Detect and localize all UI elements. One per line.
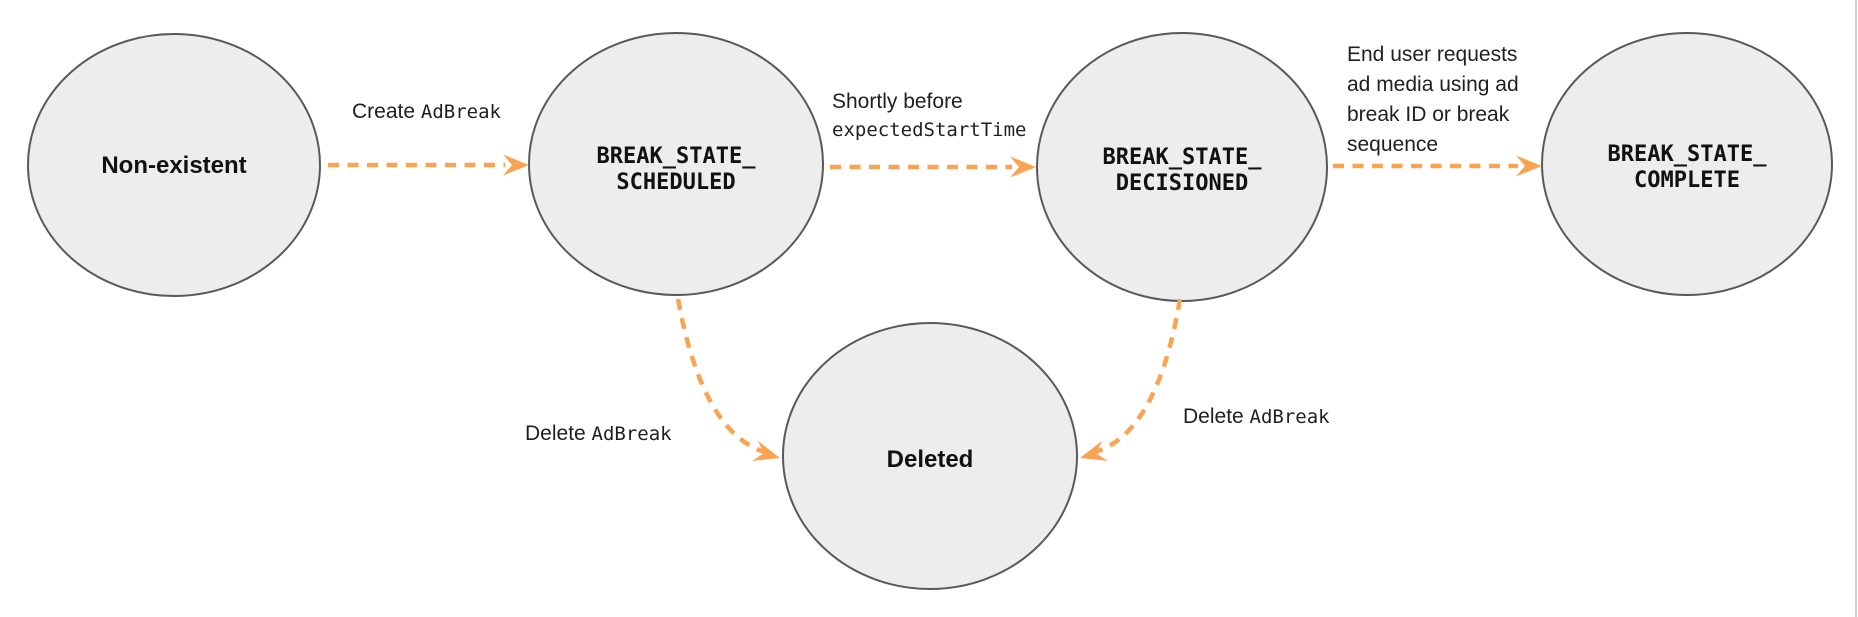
edge-label-end-user-request: End user requests ad media using ad brea… [1347, 43, 1519, 156]
edge-label-shortly-before: Shortly before expectedStartTime [832, 88, 1026, 144]
edge-label-create-adbreak: Create AdBreak [352, 97, 501, 127]
edge-label-delete-adbreak-left: Delete AdBreak [525, 419, 672, 449]
edge-label-plain-text: Shortly before [832, 90, 963, 113]
arrowhead-icon [1080, 440, 1108, 461]
node-circle-break-state-complete [1541, 32, 1833, 296]
arrowhead-icon [1010, 156, 1036, 178]
node-label-break-state-decisioned: BREAK_STATE_ DECISIONED [1103, 145, 1262, 197]
node-label-deleted: Deleted [886, 446, 974, 473]
state-name-line2: SCHEDULED [616, 170, 736, 195]
node-circle-deleted [782, 322, 1078, 590]
transition-arrows [328, 162, 1518, 456]
state-name-line2: COMPLETE [1634, 168, 1740, 193]
node-label-non-existent: Non-existent [101, 152, 247, 179]
state-name-line2: DECISIONED [1115, 171, 1249, 196]
arrowhead-icon [503, 154, 529, 176]
state-name-line1: BREAK_STATE_ [596, 144, 756, 169]
arrowheads [503, 154, 1542, 461]
edge-label-delete-adbreak-right: Delete AdBreak [1183, 402, 1330, 432]
page-divider-line [1855, 0, 1857, 617]
node-circle-break-state-decisioned [1036, 32, 1328, 302]
node-label-break-state-scheduled: BREAK_STATE_ SCHEDULED [597, 144, 756, 196]
edge-label-plain-text: Delete [1183, 405, 1250, 428]
state-name-line1: BREAK_STATE_ [1102, 145, 1262, 170]
arrowhead-icon [752, 440, 780, 461]
node-label-break-state-complete: BREAK_STATE_ COMPLETE [1608, 142, 1767, 194]
edge-label-code-text: expectedStartTime [832, 119, 1027, 141]
edge-label-code-text: AdBreak [591, 423, 672, 445]
arrow-delete-right-curve [1091, 298, 1183, 456]
edge-label-plain-text: Create [352, 100, 421, 123]
arrowhead-icon [1516, 155, 1542, 177]
node-circle-break-state-scheduled [528, 32, 824, 296]
arrow-delete-left-curve [675, 298, 769, 456]
edge-label-code-text: AdBreak [420, 101, 501, 123]
edge-label-code-text: AdBreak [1249, 406, 1330, 428]
edge-label-plain-text: Delete [525, 422, 592, 445]
state-name-line1: BREAK_STATE_ [1607, 142, 1767, 167]
node-circle-non-existent [27, 33, 321, 297]
